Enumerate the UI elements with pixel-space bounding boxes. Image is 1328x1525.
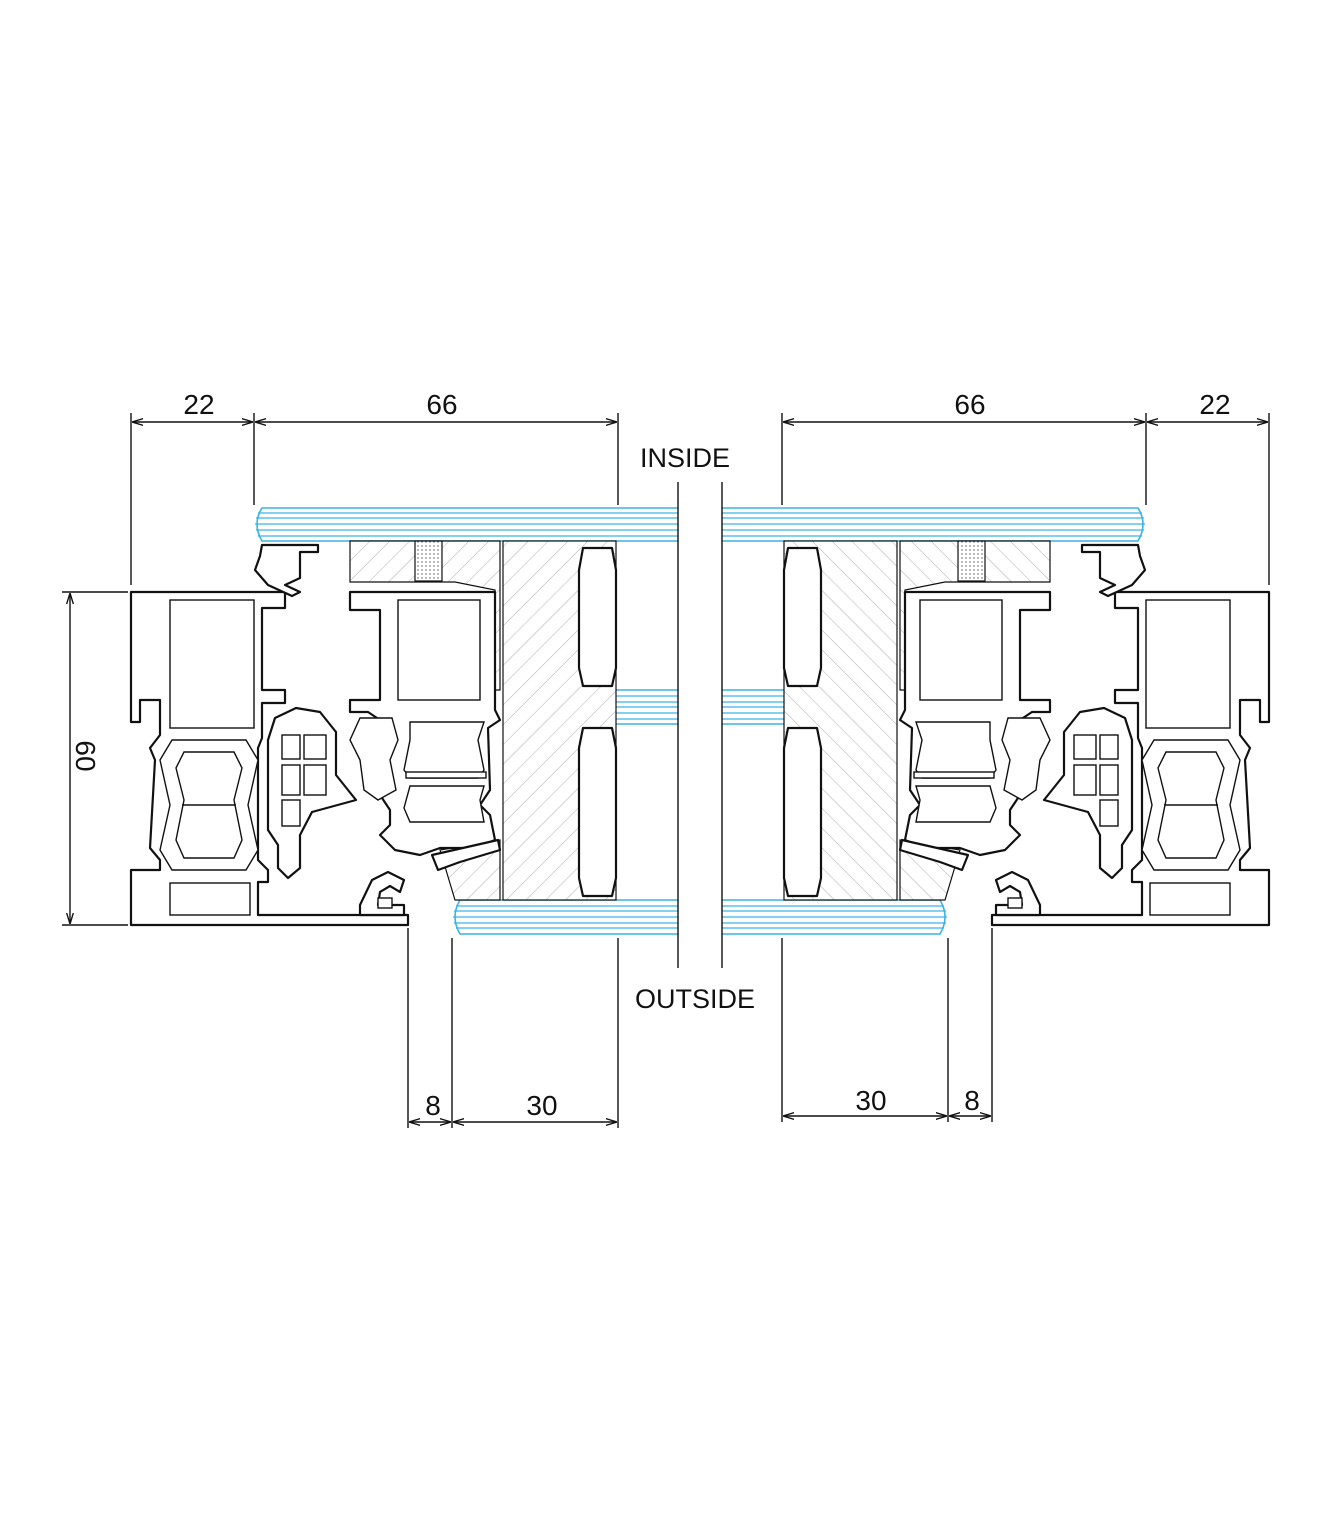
left-spacer-dotted [414, 540, 443, 582]
left-sash-chamber [397, 599, 481, 701]
left-frame-chamber-top [169, 599, 255, 729]
right-section [722, 507, 1271, 935]
dim-right-bead-width: 30 [855, 1085, 886, 1116]
right-glazing-bar-lower [782, 726, 823, 898]
right-frame-chamber-bottom [1149, 882, 1231, 916]
right-sash-chamber [919, 599, 1003, 701]
dim-left-frame-width: 22 [183, 389, 214, 420]
dim-left-height: 60 [70, 740, 101, 771]
right-frame-chamber-top [1145, 599, 1231, 729]
left-sash-insulator [403, 721, 485, 779]
label-outside: OUTSIDE [635, 984, 755, 1014]
dim-left-sash-width: 66 [426, 389, 457, 420]
left-frame-chamber-bottom [169, 882, 251, 916]
dim-right-frame-width: 22 [1199, 389, 1230, 420]
right-top-gasket [1080, 543, 1147, 598]
right-spacer-dotted [957, 540, 986, 582]
right-glass-top [722, 507, 1145, 542]
left-bottom-clip [358, 870, 406, 917]
dim-left-bead-gap: 8 [425, 1090, 441, 1121]
right-glazing-bar-upper [782, 546, 823, 688]
left-glazing-bar-upper [577, 546, 618, 688]
dim-right-bead-gap: 8 [964, 1085, 980, 1116]
left-top-gasket [253, 543, 320, 598]
left-glazing-bar-lower [577, 726, 618, 898]
right-sash-insulator [915, 721, 997, 779]
right-bottom-clip [994, 870, 1042, 917]
left-section [129, 507, 678, 935]
left-glazing-bead [430, 838, 502, 872]
label-inside: INSIDE [640, 443, 730, 473]
left-glass-bottom [453, 899, 678, 935]
dim-right-sash-width: 66 [954, 389, 985, 420]
left-glass-top [255, 507, 678, 542]
right-glass-bottom [722, 899, 947, 935]
dimension-lines [62, 413, 1270, 1128]
dim-left-bead-width: 30 [526, 1090, 557, 1121]
right-glazing-bead [898, 838, 970, 872]
